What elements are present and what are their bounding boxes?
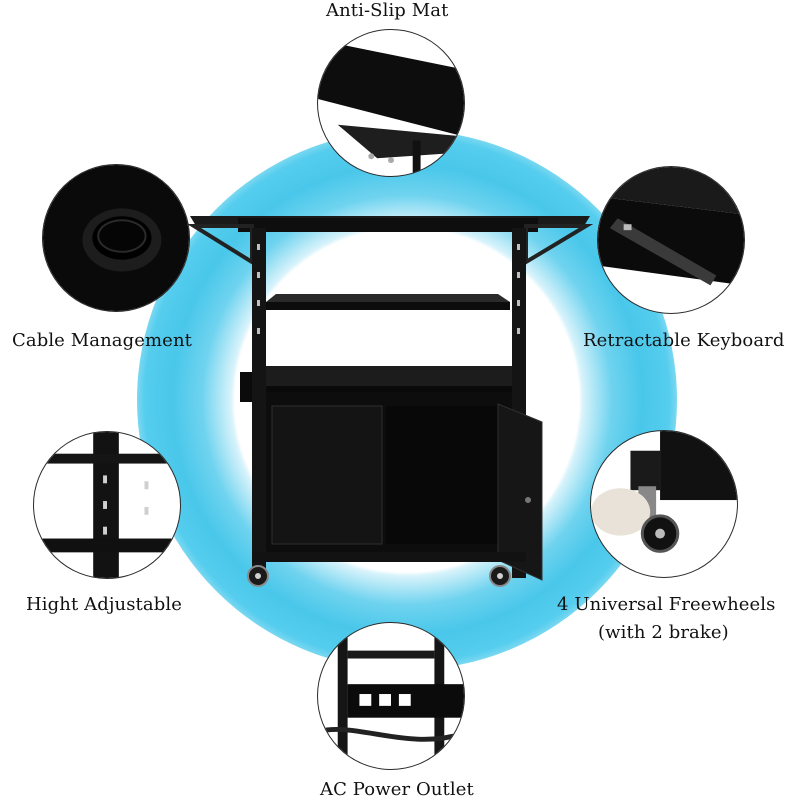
hight-adjustable-detail — [33, 431, 181, 579]
av-cart-product-image — [180, 200, 600, 600]
cable-management-label: Cable Management — [12, 330, 192, 351]
cable-management-detail — [42, 164, 190, 312]
av-cart-drawing — [186, 216, 594, 587]
anti-slip-mat-label: Anti-Slip Mat — [326, 0, 449, 21]
ac-power-outlet-label: AC Power Outlet — [320, 779, 474, 800]
freewheels-label-line1: 4 Universal Freewheels — [557, 594, 776, 615]
freewheels-detail — [590, 430, 738, 578]
anti-slip-mat-detail — [317, 29, 465, 177]
freewheels-label-line2: (with 2 brake) — [598, 622, 729, 643]
ac-power-outlet-detail — [317, 622, 465, 770]
hight-adjustable-label: Hight Adjustable — [26, 594, 182, 615]
retractable-keyboard-detail — [597, 166, 745, 314]
retractable-keyboard-label: Retractable Keyboard — [583, 330, 785, 351]
